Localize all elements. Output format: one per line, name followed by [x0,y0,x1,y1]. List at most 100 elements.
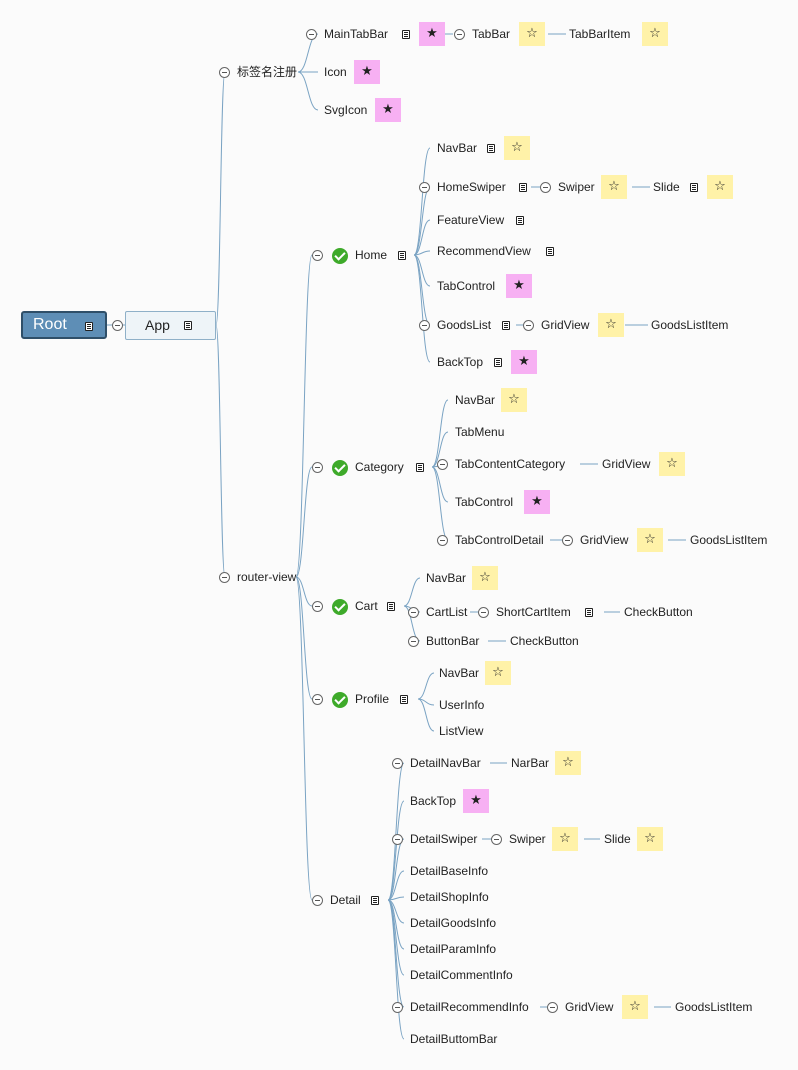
node-detailbaseinfo[interactable]: DetailBaseInfo [410,864,489,878]
collapse-icon[interactable] [392,1002,403,1013]
node-detailswiper[interactable]: DetailSwiper [410,832,478,846]
node-svgicon[interactable]: SvgIcon [324,103,368,117]
collapse-icon[interactable] [491,834,502,845]
collapse-icon[interactable] [547,1002,558,1013]
node-goodslist[interactable]: GoodsList [437,318,492,332]
node-listview[interactable]: ListView [439,724,484,738]
collapse-icon[interactable] [219,572,230,583]
collapse-icon[interactable] [392,834,403,845]
node-narbar[interactable]: NarBar [511,756,550,770]
node-home-goodslistitem[interactable]: GoodsListItem [651,318,729,332]
node-det-goodslistitem[interactable]: GoodsListItem [675,1000,753,1014]
node-recommendview[interactable]: RecommendView [437,244,531,258]
note-icon[interactable] [416,463,424,472]
node-cat-gridview1[interactable]: GridView [602,457,651,471]
node-det-gridview[interactable]: GridView [565,1000,614,1014]
node-cartlist[interactable]: CartList [426,605,468,619]
note-icon[interactable] [387,602,395,611]
node-checkbutton2[interactable]: CheckButton [510,634,579,648]
note-icon[interactable] [585,608,593,617]
node-cat-gridview2[interactable]: GridView [580,533,629,547]
app-node[interactable]: App [125,311,216,340]
collapse-icon[interactable] [408,636,419,647]
node-home-tabcontrol[interactable]: TabControl [437,279,496,293]
node-cart-navbar[interactable]: NavBar [426,571,467,585]
node-home-navbar[interactable]: NavBar [437,141,478,155]
note-icon[interactable] [371,896,379,905]
node-tabbaritem[interactable]: TabBarItem [569,27,631,41]
node-home-gridview[interactable]: GridView [541,318,590,332]
collapse-icon[interactable] [392,758,403,769]
note-icon[interactable] [502,321,510,330]
collapse-icon[interactable] [419,182,430,193]
node-detailgoodsinfo[interactable]: DetailGoodsInfo [410,916,497,930]
node-featureview[interactable]: FeatureView [437,213,505,227]
node-detail[interactable]: Detail [330,893,361,907]
collapse-icon[interactable] [523,320,534,331]
note-icon[interactable] [494,358,502,367]
node-home-backtop[interactable]: BackTop [437,355,484,369]
collapse-icon[interactable] [408,607,419,618]
node-detailbuttombar[interactable]: DetailButtomBar [410,1032,498,1046]
node-det-slide[interactable]: Slide [604,832,631,846]
node-cat-tabcontrol[interactable]: TabControl [455,495,514,509]
collapse-icon[interactable] [312,462,323,473]
note-icon[interactable] [400,695,408,704]
note-icon[interactable] [519,183,527,192]
star-outline-icon: ☆ [519,22,545,46]
node-slide[interactable]: Slide [653,180,680,194]
node-tabreg[interactable]: 标签名注册 [237,65,298,79]
note-icon[interactable] [398,251,406,260]
root-node[interactable]: Root [21,311,107,339]
node-detailnavbar[interactable]: DetailNavBar [410,756,481,770]
node-det-backtop[interactable]: BackTop [410,794,457,808]
node-maintabbar[interactable]: MainTabBar [324,27,389,41]
node-tabcontroldetail[interactable]: TabControlDetail [455,533,544,547]
collapse-icon[interactable] [478,607,489,618]
note-icon[interactable] [402,30,410,39]
node-detailrecommendinfo[interactable]: DetailRecommendInfo [410,1000,529,1014]
collapse-icon[interactable] [312,250,323,261]
node-detailcommentinfo[interactable]: DetailCommentInfo [410,968,513,982]
node-detailshopinfo[interactable]: DetailShopInfo [410,890,489,904]
node-tabcontentcategory[interactable]: TabContentCategory [455,457,566,471]
collapse-icon[interactable] [312,601,323,612]
node-tabbar[interactable]: TabBar [472,27,511,41]
node-homeswiper[interactable]: HomeSwiper [437,180,506,194]
collapse-icon[interactable] [312,694,323,705]
collapse-icon[interactable] [219,67,230,78]
collapse-icon[interactable] [419,320,430,331]
node-cat-navbar[interactable]: NavBar [455,393,496,407]
node-shortcartitem[interactable]: ShortCartItem [496,605,571,619]
collapse-icon[interactable] [112,320,123,331]
note-icon[interactable] [690,183,698,192]
node-cat-goodslistitem[interactable]: GoodsListItem [690,533,768,547]
collapse-icon[interactable] [437,535,448,546]
node-buttonbar[interactable]: ButtonBar [426,634,480,648]
node-tabmenu[interactable]: TabMenu [455,425,505,439]
node-detailparaminfo[interactable]: DetailParamInfo [410,942,497,956]
collapse-icon[interactable] [454,29,465,40]
node-cart[interactable]: Cart [355,599,378,613]
node-icon[interactable]: Icon [324,65,347,79]
collapse-icon[interactable] [437,459,448,470]
note-icon[interactable] [546,247,554,256]
note-icon[interactable] [516,216,524,225]
connector-line [413,254,431,363]
node-profile[interactable]: Profile [355,692,390,706]
note-icon[interactable] [487,144,495,153]
node-checkbutton1[interactable]: CheckButton [624,605,693,619]
node-category[interactable]: Category [355,460,404,474]
collapse-icon[interactable] [312,895,323,906]
node-routerview[interactable]: router-view [237,570,297,584]
node-prof-navbar[interactable]: NavBar [439,666,480,680]
node-det-swiper[interactable]: Swiper [509,832,546,846]
node-home[interactable]: Home [355,248,388,262]
collapse-icon[interactable] [562,535,573,546]
collapse-icon[interactable] [540,182,551,193]
note-icon[interactable] [184,321,192,330]
node-userinfo[interactable]: UserInfo [439,698,485,712]
node-swiper[interactable]: Swiper [558,180,595,194]
collapse-icon[interactable] [306,29,317,40]
note-icon[interactable] [85,322,93,331]
